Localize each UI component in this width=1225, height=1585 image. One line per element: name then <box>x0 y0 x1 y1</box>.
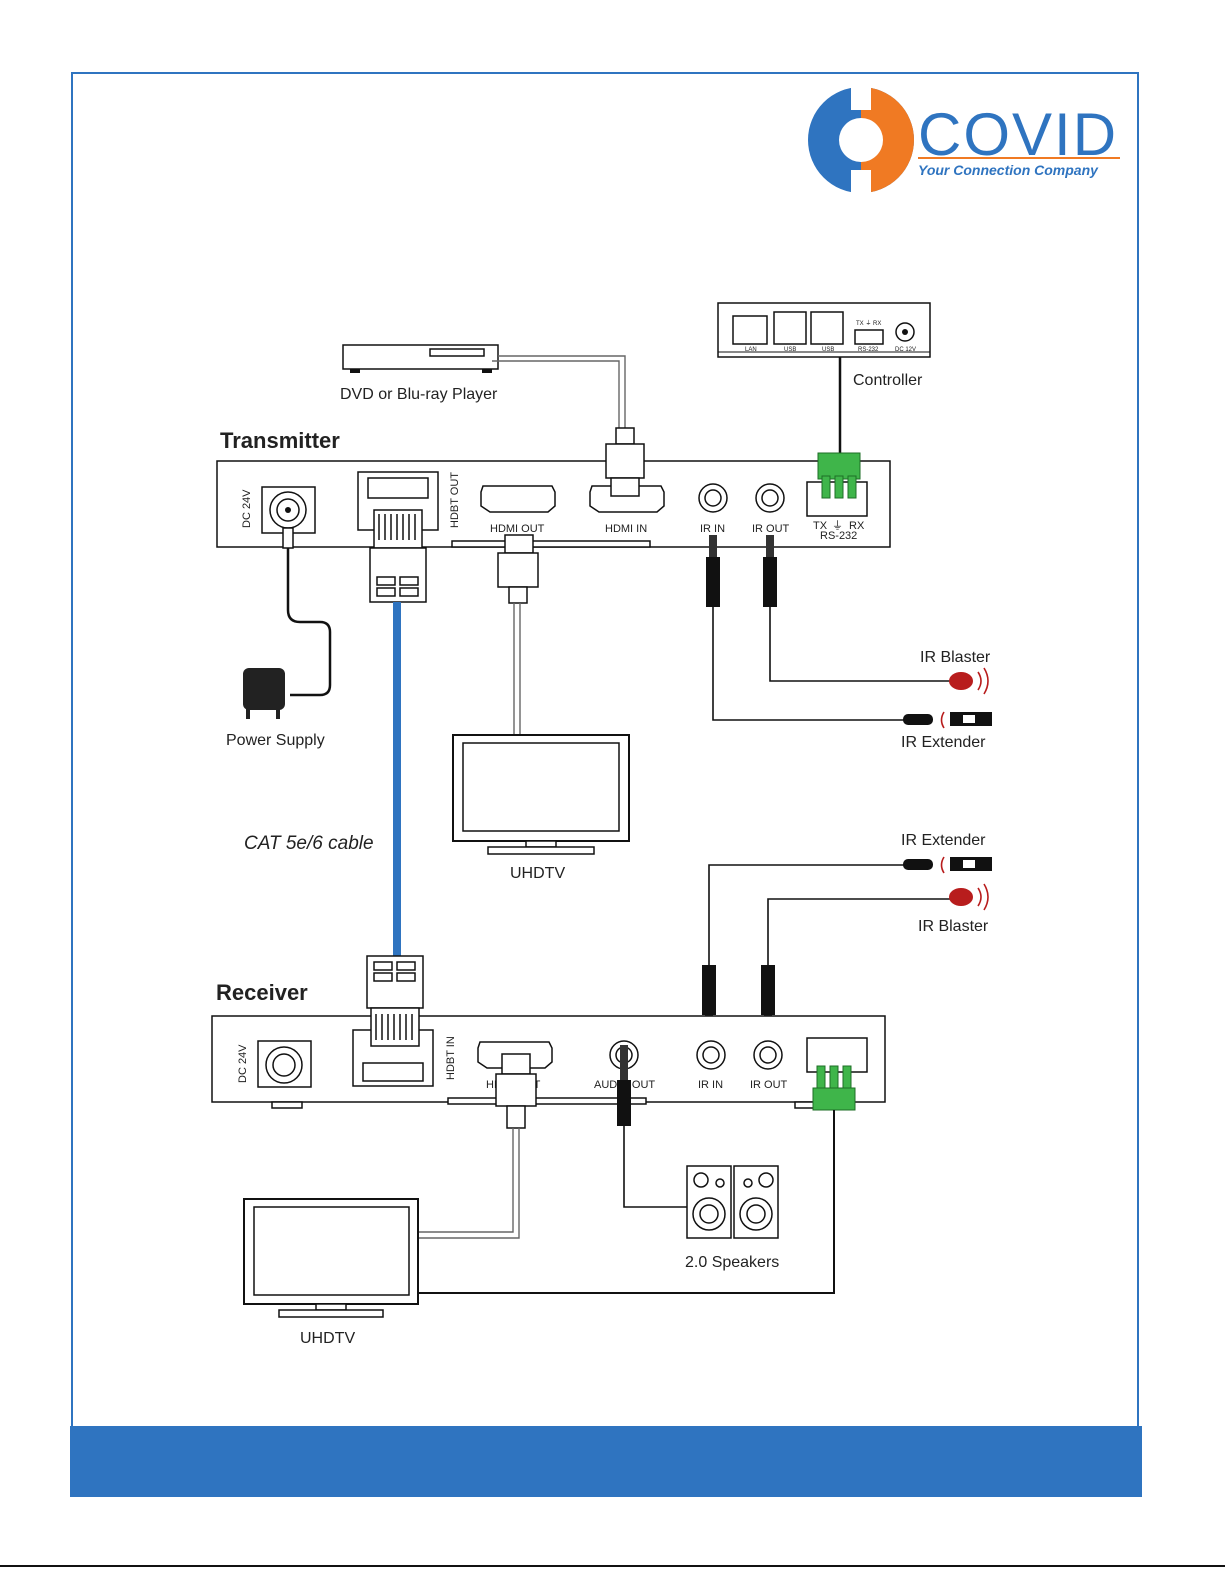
power-supply-label: Power Supply <box>226 732 325 749</box>
tx-port-rs232: RS-232 <box>820 530 857 542</box>
tx-hdmi-in-plug <box>605 427 645 497</box>
rx-port-dc: DC 24V <box>237 1044 249 1083</box>
ir-blaster-bottom-label: IR Blaster <box>918 918 989 935</box>
controller-label: Controller <box>853 372 923 389</box>
ir-extender-bottom-icon <box>903 856 992 874</box>
controller-port-usb2: USB <box>822 347 834 353</box>
ir-extender-top-icon <box>903 711 992 729</box>
logo-brand-text: COVID <box>918 101 1118 168</box>
tx-port-hdbt: HDBT OUT <box>449 472 461 528</box>
power-connector <box>282 527 294 549</box>
rx-audio-jack <box>617 1045 631 1126</box>
tx-port-ground-glyph: ⏚ <box>832 519 843 532</box>
cat-cable-label: CAT 5e/6 cable <box>244 833 374 854</box>
tv-bottom <box>243 1198 419 1318</box>
transmitter-title: Transmitter <box>220 428 340 453</box>
speakers-label: 2.0 Speakers <box>685 1254 779 1271</box>
controller-port-usb1: USB <box>784 347 796 353</box>
rx-rs232-terminal-plug <box>812 1065 856 1111</box>
power-supply-icon <box>243 668 285 719</box>
tx-hdmi-out-plug <box>497 534 539 604</box>
rx-port-hdbt: HDBT IN <box>445 1036 457 1080</box>
tx-port-hdmi-in: HDMI IN <box>605 523 647 535</box>
dvd-player <box>342 344 499 373</box>
controller-device: LAN USB USB TX ⏚ RX RS-232 DC 12V <box>717 302 931 358</box>
tx-ir-in-jack <box>706 535 720 607</box>
tx-ir-out-jack <box>763 535 777 607</box>
controller-port-rs232: RS-232 <box>858 347 879 353</box>
tx-rj45-plug <box>369 509 427 603</box>
controller-port-lan: LAN <box>745 347 757 353</box>
company-logo: COVID Your Connection Company <box>808 82 1120 198</box>
controller-port-txrx: TX ⏚ RX <box>856 320 881 327</box>
tx-port-ir-out: IR OUT <box>752 523 790 535</box>
receiver-title: Receiver <box>216 980 308 1005</box>
tx-rs232-terminal-plug <box>817 452 861 499</box>
controller-port-dc: DC 12V <box>895 347 916 353</box>
dvd-player-label: DVD or Blu-ray Player <box>340 386 498 403</box>
logo-tagline: Your Connection Company <box>918 162 1099 178</box>
tx-port-dc: DC 24V <box>241 489 253 528</box>
tv-bottom-label: UHDTV <box>300 1330 355 1347</box>
ir-blaster-bottom-icon <box>949 883 989 911</box>
rx-port-ir-in: IR IN <box>698 1079 723 1091</box>
rx-port-ir-out: IR OUT <box>750 1079 788 1091</box>
ir-extender-top-label: IR Extender <box>901 734 986 751</box>
receiver-device: DC 24V HDBT IN HDMI OUT AUDIO OUT IR IN … <box>211 1015 886 1109</box>
ir-blaster-top-icon <box>949 667 989 695</box>
tx-port-rx: RX <box>849 520 865 532</box>
page-border <box>71 72 1139 1426</box>
page-bottom-line <box>0 1565 1225 1567</box>
tv-top-label: UHDTV <box>510 865 565 882</box>
rx-hdmi-out-plug <box>495 1053 537 1129</box>
tx-port-hdmi-out: HDMI OUT <box>490 523 545 535</box>
ir-blaster-top-label: IR Blaster <box>920 649 991 666</box>
transmitter-device: DC 24V HDBT OUT HDMI OUT HDMI IN IR IN I… <box>216 460 891 548</box>
ir-extender-bottom-label: IR Extender <box>901 832 986 849</box>
tx-port-ir-in: IR IN <box>700 523 725 535</box>
tx-port-tx: TX <box>813 520 828 532</box>
tv-top <box>452 734 630 855</box>
footer-bar <box>70 1426 1142 1497</box>
rx-rj45-plug <box>366 955 424 1047</box>
speakers-icon <box>686 1165 779 1239</box>
